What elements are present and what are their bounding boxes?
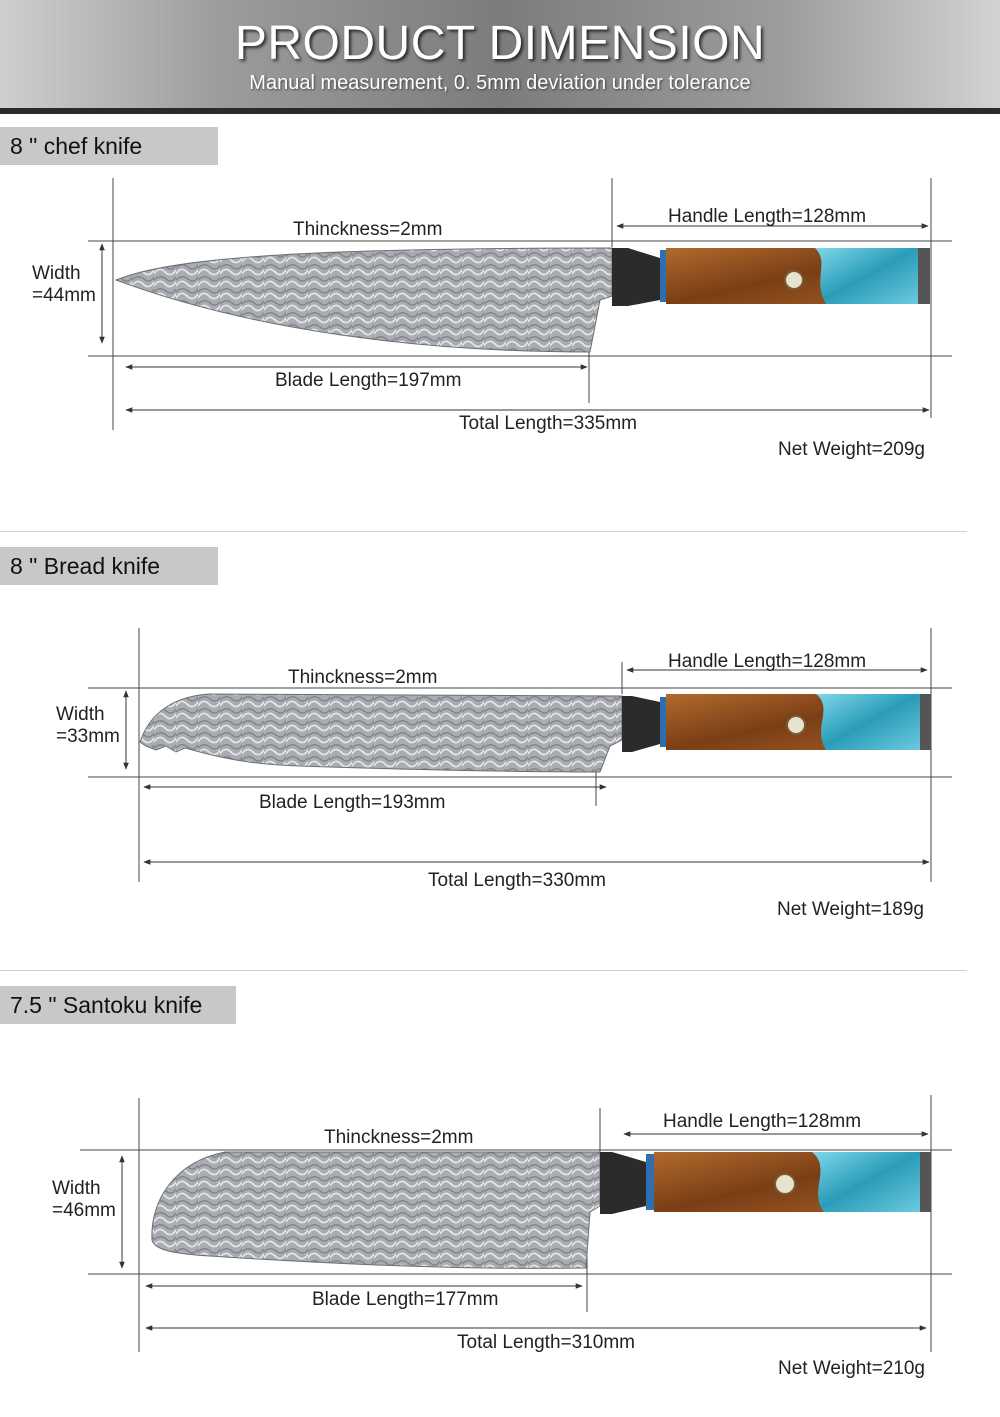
spacer-ring <box>660 697 666 747</box>
handle-resin <box>816 694 920 750</box>
bolster-shape <box>622 696 660 752</box>
bread-knife-diagram: Thinckness=2mm Handle Length=128mm Width… <box>56 628 952 920</box>
blade-shape <box>139 693 623 773</box>
spacer-ring <box>660 250 666 302</box>
blade-shape <box>114 247 613 353</box>
handle-length-label: Handle Length=128mm <box>663 1111 861 1132</box>
net-weight-label: Net Weight=210g <box>778 1358 925 1379</box>
blade-length-label: Blade Length=193mm <box>259 792 445 813</box>
width-value: =44mm <box>32 285 96 306</box>
width-label: Width <box>32 263 81 284</box>
chef-knife-diagram: Thinckness=2mm Handle Length=128mm Width… <box>32 178 952 460</box>
guide-lines <box>80 1095 952 1352</box>
width-value: =33mm <box>56 726 120 747</box>
width-label: Width <box>56 704 105 725</box>
end-cap <box>918 248 930 304</box>
header-banner: PRODUCT DIMENSION Manual measurement, 0.… <box>0 0 1000 114</box>
bread-knife-image <box>139 693 931 773</box>
section-divider <box>0 531 967 532</box>
page-subtitle: Manual measurement, 0. 5mm deviation und… <box>249 72 751 94</box>
thickness-label: Thinckness=2mm <box>288 667 437 688</box>
thickness-label: Thinckness=2mm <box>293 219 442 240</box>
handle-resin <box>815 248 918 304</box>
section-label-santoku-knife: 7.5 " Santoku knife <box>0 986 236 1024</box>
rivet-icon <box>784 270 804 290</box>
thickness-label: Thinckness=2mm <box>324 1127 473 1148</box>
guide-lines <box>88 178 952 430</box>
handle-length-label: Handle Length=128mm <box>668 651 866 672</box>
total-length-label: Total Length=335mm <box>459 413 637 434</box>
section-label-bread-knife: 8 " Bread knife <box>0 547 218 585</box>
total-length-label: Total Length=310mm <box>457 1332 635 1353</box>
spacer-ring <box>646 1154 654 1210</box>
handle-length-label: Handle Length=128mm <box>668 206 866 227</box>
page-title: PRODUCT DIMENSION <box>234 17 766 70</box>
rivet-icon <box>786 715 806 735</box>
bolster-shape <box>612 248 660 306</box>
width-value: =46mm <box>52 1200 116 1221</box>
blade-length-label: Blade Length=197mm <box>275 370 461 391</box>
net-weight-label: Net Weight=189g <box>777 899 924 920</box>
blade-shape <box>151 1151 601 1269</box>
net-weight-label: Net Weight=209g <box>778 439 925 460</box>
end-cap <box>920 694 931 750</box>
total-length-label: Total Length=330mm <box>428 870 606 891</box>
blade-length-label: Blade Length=177mm <box>312 1289 498 1310</box>
section-label-chef-knife: 8 " chef knife <box>0 127 218 165</box>
width-label: Width <box>52 1178 101 1199</box>
santoku-knife-diagram: Thinckness=2mm Handle Length=128mm Width… <box>52 1095 952 1379</box>
rivet-icon <box>774 1173 796 1195</box>
section-divider <box>0 970 967 971</box>
santoku-knife-image <box>151 1151 931 1269</box>
bolster-shape <box>600 1152 646 1214</box>
chef-knife-image <box>114 247 930 353</box>
handle-resin <box>812 1152 920 1212</box>
end-cap <box>920 1152 931 1212</box>
